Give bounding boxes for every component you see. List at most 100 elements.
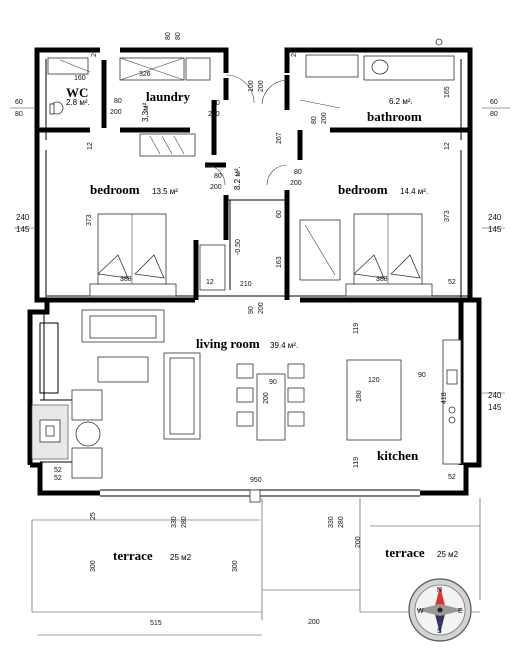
dim-win-330-r: 330 <box>328 516 335 528</box>
room-bedroom-left-name: bedroom <box>90 182 140 197</box>
dim-v-119a: 119 <box>353 323 360 334</box>
dim-right-60: 60 <box>490 99 498 106</box>
room-terrace-left-area: 25 м2 <box>170 553 192 562</box>
interior-walls <box>37 60 470 303</box>
dim-door-living-b: 200 <box>258 302 265 314</box>
compass-e: E <box>458 608 463 615</box>
wc-fixtures <box>47 57 91 115</box>
dim-left-80: 80 <box>15 111 23 118</box>
dim-v-12a: 12 <box>87 142 94 150</box>
compass: N S E W <box>408 578 472 642</box>
dim-win-280-l: 280 <box>181 516 188 528</box>
dim-v-165: 165 <box>444 86 451 98</box>
compass-s: S <box>437 628 442 635</box>
dim-side-145-l: 145 <box>16 225 30 234</box>
dim-left-60: 60 <box>15 99 23 106</box>
dim-door-entry-b: 200 <box>258 80 265 92</box>
wall-inner-lines <box>31 59 462 463</box>
bath-fixtures <box>299 38 455 109</box>
dim-bed-r: 388 <box>376 276 388 283</box>
glazing <box>43 310 420 503</box>
dim-tbl-200: 200 <box>263 392 270 404</box>
dim-door-bath-a: 80 <box>311 116 318 124</box>
living-furniture <box>71 309 305 479</box>
room-bathroom-name: bathroom <box>367 109 422 124</box>
terrace-lines <box>31 498 481 620</box>
dim-v-163: 163 <box>276 256 283 268</box>
level-mark: -0.50 <box>235 239 242 255</box>
laundry-fixtures <box>119 57 211 81</box>
bed-right <box>345 213 433 297</box>
room-wc-name: WC <box>66 85 88 100</box>
dim-top-80b: 80 <box>175 32 182 40</box>
room-living-name: living room <box>196 336 260 351</box>
dim-win-330-l: 330 <box>171 516 178 528</box>
dim-side-240-r: 240 <box>488 213 502 222</box>
room-labels: WC 2.8 м². laundry 3,3м² 6.2 м². bathroo… <box>66 85 459 563</box>
dim-h-52l: 52 <box>448 279 456 286</box>
dim-h-12: 12 <box>206 279 214 286</box>
dim-v-418: 418 <box>441 392 448 404</box>
dim-isl-180: 180 <box>356 390 363 402</box>
closets <box>139 133 341 291</box>
room-terrace-right-name: terrace <box>385 545 425 560</box>
room-laundry-name: laundry <box>146 89 191 104</box>
kitchen-furniture <box>346 339 462 465</box>
dim-door-living-a: 90 <box>248 306 255 314</box>
dim-t-200b: 200 <box>308 619 320 626</box>
dim-t-300b: 300 <box>232 560 239 572</box>
room-living-area: 39.4 м². <box>270 341 298 350</box>
room-terrace-left-name: terrace <box>113 548 153 563</box>
dim-t-300a: 300 <box>90 560 97 572</box>
compass-needle-north <box>434 586 446 610</box>
room-terrace-right-area: 25 м2 <box>437 550 459 559</box>
room-bedroom-right-area: 14.4 м². <box>400 187 428 196</box>
room-bedroom-left-area: 13.5 м² <box>152 187 178 196</box>
dim-top-25: 25 <box>91 49 98 57</box>
dim-v-373-r: 373 <box>444 210 451 222</box>
dim-side-240-k: 240 <box>488 391 502 400</box>
dim-door-laundry-a: 80 <box>212 100 220 107</box>
dim-bed-l: 388 <box>120 276 132 283</box>
dim-door-bed-r-a: 80 <box>294 169 302 176</box>
dim-top-80a: 80 <box>165 32 172 40</box>
room-kitchen-name: kitchen <box>377 448 419 463</box>
dim-t-515: 515 <box>150 620 162 627</box>
room-laundry-area: 3,3м² <box>141 102 150 122</box>
dim-v-12b: 12 <box>444 142 451 150</box>
dim-t-25: 25 <box>90 512 97 520</box>
dim-door-wc-a: 80 <box>114 98 122 105</box>
dim-h-950: 950 <box>250 477 262 484</box>
compass-w: W <box>417 608 424 615</box>
dim-door-bed-l-a: 80 <box>214 173 222 180</box>
dim-door-wc-b: 200 <box>110 109 122 116</box>
dim-top-160: 160 <box>74 75 86 82</box>
outer-walls <box>27 47 482 496</box>
dim-side-145-k: 145 <box>488 403 502 412</box>
dim-door-entry-a: 100 <box>248 80 255 92</box>
dim-h-52br: 52 <box>54 467 62 474</box>
dim-v-267: 267 <box>276 132 283 144</box>
dim-isl-120: 120 <box>368 377 380 384</box>
room-wc-area: 2.8 м². <box>66 98 90 107</box>
dim-door-bed-r-b: 200 <box>290 180 302 187</box>
doors <box>204 74 288 186</box>
bed-left <box>89 213 177 297</box>
dim-h-210: 210 <box>240 281 252 288</box>
room-bathroom-area: 6.2 м². <box>389 97 413 106</box>
dim-v-60: 60 <box>276 210 283 218</box>
dim-door-bath-b: 200 <box>321 112 328 124</box>
dim-win-280-r: 280 <box>338 516 345 528</box>
dim-door-bed-l-b: 200 <box>210 184 222 191</box>
dim-t-200a: 200 <box>355 536 362 548</box>
dim-right-80: 80 <box>490 111 498 118</box>
dim-door-laundry-b: 200 <box>208 111 220 118</box>
dim-v-373-l: 373 <box>86 214 93 226</box>
room-bedroom-right-name: bedroom <box>338 182 388 197</box>
compass-n: N <box>437 587 442 594</box>
dim-top-326: 326 <box>139 71 151 78</box>
dim-tbl-90: 90 <box>269 379 277 386</box>
dim-v-119b: 119 <box>353 457 360 468</box>
dim-h-52r: 52 <box>54 475 62 482</box>
